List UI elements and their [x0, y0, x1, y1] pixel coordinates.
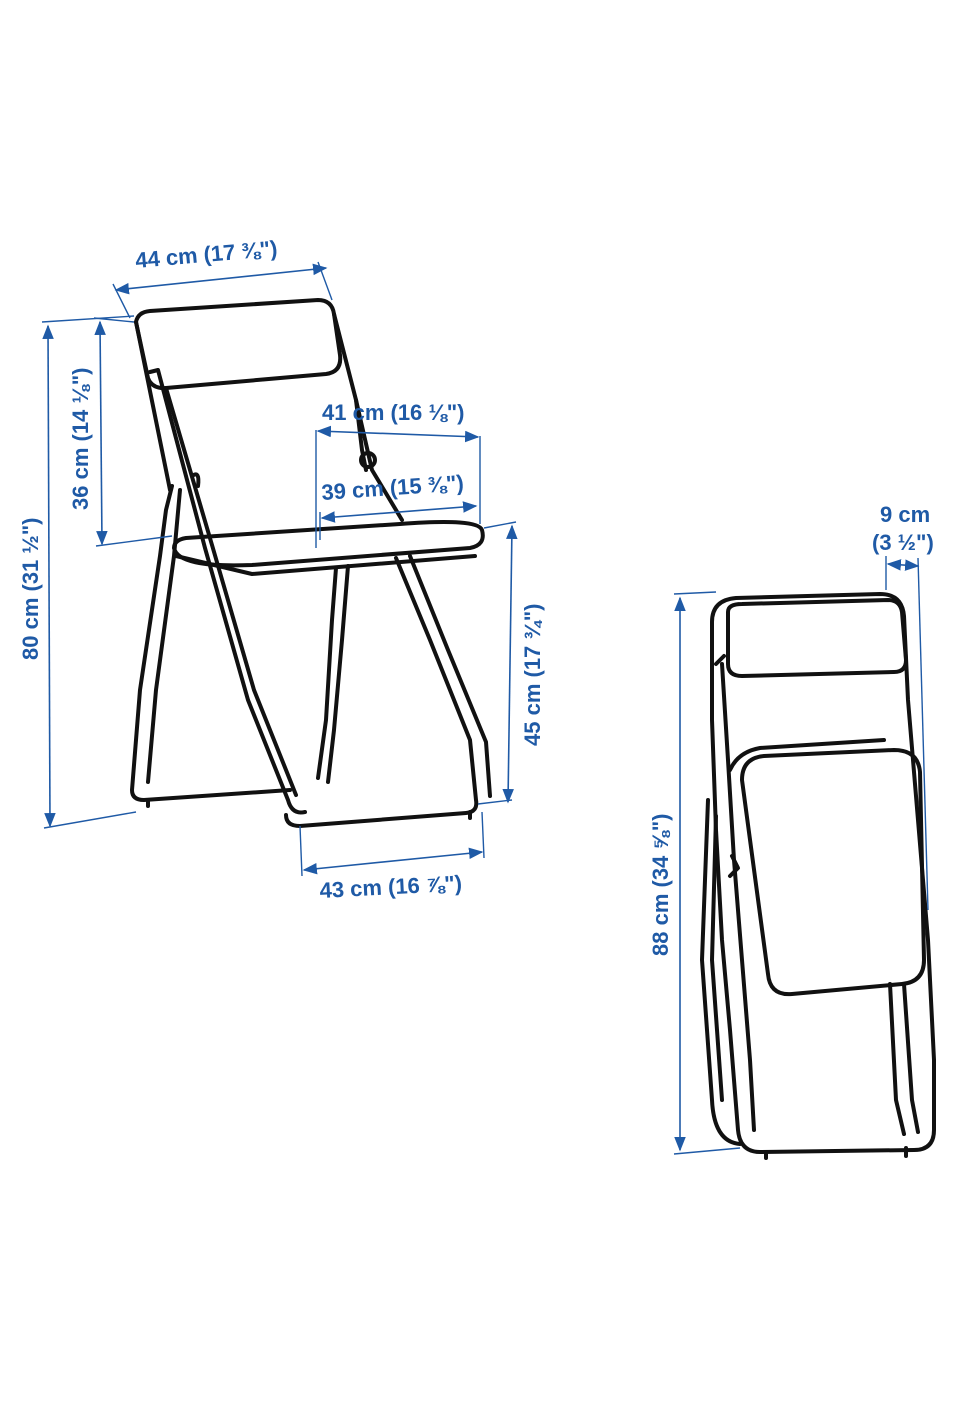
folded-chair-seat	[740, 748, 926, 997]
dimension-seat-height: 45 cm (17 ¾")	[477, 521, 545, 805]
chair-back-frame	[134, 320, 172, 492]
dimension-seat-depth: 41 cm (16 ⅛")	[315, 400, 481, 548]
dimension-folded-thickness: 9 cm (3 ½")	[872, 502, 934, 911]
folded-height-label: 88 cm (34 ⅝")	[648, 813, 673, 956]
chair-backrest	[134, 298, 343, 391]
seat-depth-label: 41 cm (16 ⅛")	[322, 400, 465, 425]
unfolded-chair-drawing	[130, 298, 492, 828]
width-label: 44 cm (17 ⅜")	[134, 236, 278, 273]
dimension-backrest-height: 36 cm (14 ⅛")	[68, 317, 173, 547]
seat-width-label: 39 cm (15 ⅜")	[321, 470, 465, 505]
folded-thickness-inch-label: (3 ½")	[872, 530, 934, 555]
total-height-label: 80 cm (31 ½")	[18, 517, 43, 660]
dimension-folded-height: 88 cm (34 ⅝")	[648, 591, 741, 1155]
depth-label: 43 cm (16 ⅞")	[319, 871, 463, 903]
folded-chair-drawing	[700, 592, 936, 1160]
seat-height-label: 45 cm (17 ¾")	[520, 603, 545, 746]
chair-front-leg	[130, 484, 292, 802]
folded-chair-frame	[710, 592, 936, 1154]
chair-rear-leg	[148, 368, 307, 815]
backrest-height-label: 36 cm (14 ⅛")	[68, 367, 93, 510]
folded-chair-backrest	[726, 598, 908, 678]
folded-thickness-label: 9 cm	[880, 502, 930, 527]
dimension-total-height: 80 cm (31 ½")	[18, 315, 137, 829]
